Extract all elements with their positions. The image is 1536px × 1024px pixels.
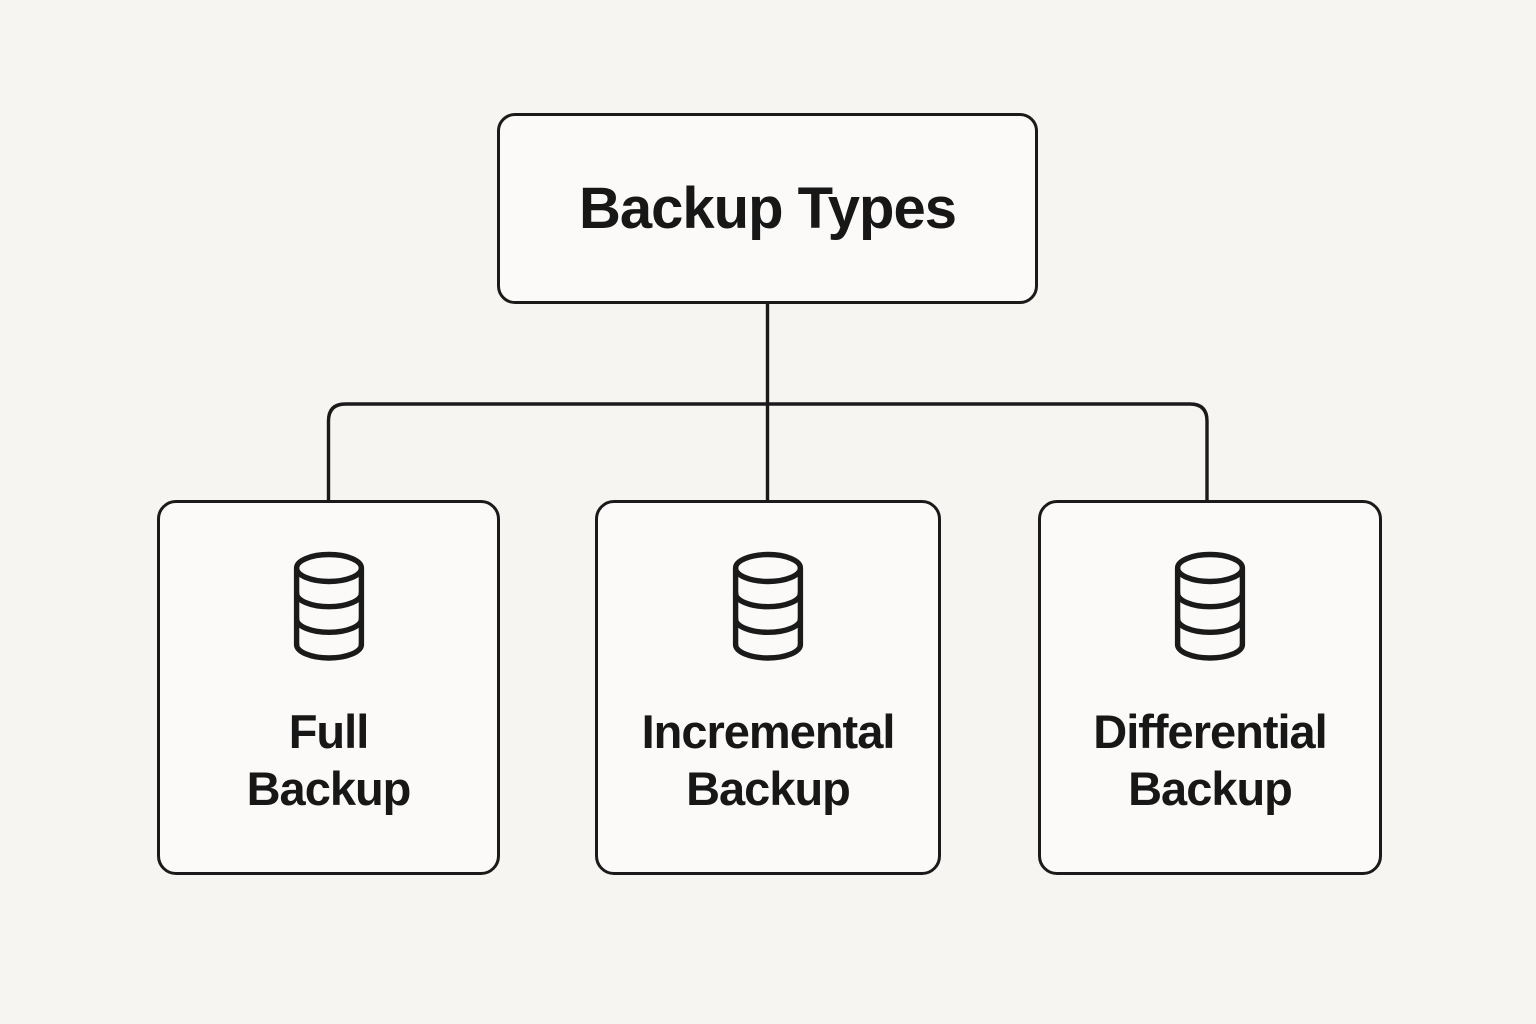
child-node-label: Full Backup	[246, 703, 412, 817]
database-icon	[1174, 551, 1246, 661]
label-line: Backup	[686, 762, 851, 815]
database-icon	[293, 551, 364, 661]
root-node-label: Backup Types	[579, 176, 957, 241]
child-node-label: Differential Backup	[1093, 703, 1327, 817]
label-line: Full	[288, 705, 370, 758]
child-node-label: Incremental Backup	[641, 703, 896, 817]
node-incremental-backup: Incremental Backup	[595, 500, 941, 875]
node-backup-types: Backup Types	[497, 113, 1038, 304]
database-icon	[732, 551, 804, 661]
label-line: Backup	[1128, 762, 1293, 815]
label-line: Differential	[1093, 705, 1327, 758]
label-line: Incremental	[641, 705, 896, 758]
node-full-backup: Full Backup	[157, 500, 500, 875]
connector-branch-bar	[326, 402, 1209, 501]
node-differential-backup: Differential Backup	[1038, 500, 1382, 875]
label-line: Backup	[246, 762, 412, 815]
